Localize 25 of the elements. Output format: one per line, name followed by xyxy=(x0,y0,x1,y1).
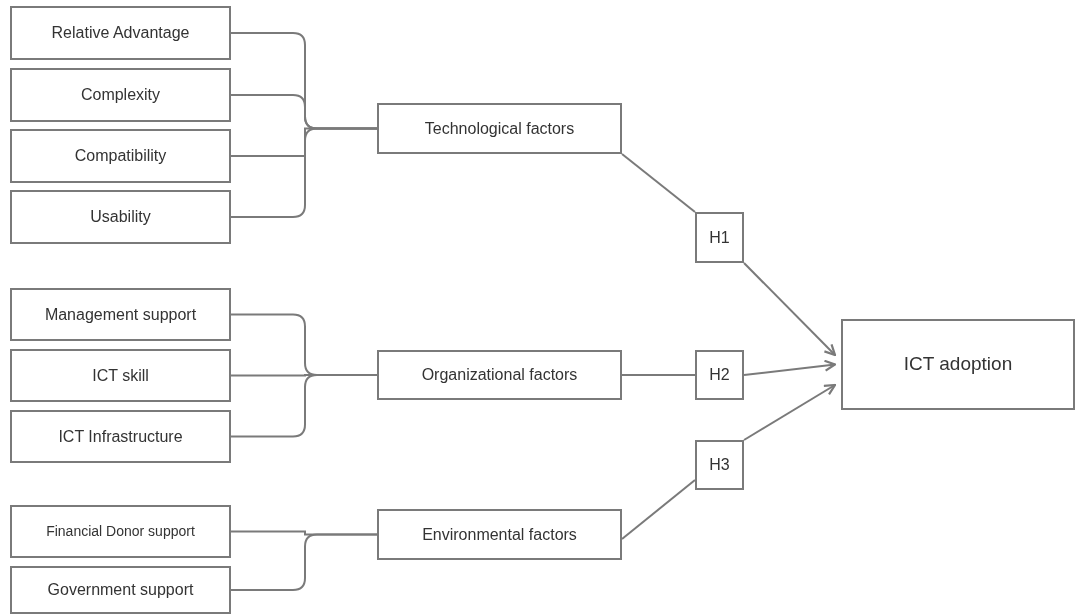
connector-line xyxy=(230,533,378,591)
hypothesis-box: H2 xyxy=(695,350,744,400)
factor-box: ICT skill xyxy=(10,349,231,402)
factor-box: Compatibility xyxy=(10,129,231,183)
factor-box: Management support xyxy=(10,288,231,341)
factor-box: Environmental factors xyxy=(377,509,622,560)
arrow xyxy=(743,383,837,441)
factor-box: Organizational factors xyxy=(377,350,622,400)
connector-line xyxy=(621,374,696,376)
factor-box: Government support xyxy=(10,566,231,614)
connector-line xyxy=(230,374,378,438)
hypothesis-box: H1 xyxy=(695,212,744,263)
factor-box: Technological factors xyxy=(377,103,622,154)
connector-line xyxy=(621,479,696,540)
factor-box: Financial Donor support xyxy=(10,505,231,558)
factor-box: Relative Advantage xyxy=(10,6,231,60)
factor-box: Usability xyxy=(10,190,231,244)
hypothesis-box: H3 xyxy=(695,440,744,490)
factor-box: ICT adoption xyxy=(841,319,1075,410)
arrow xyxy=(743,359,837,376)
factor-box: ICT Infrastructure xyxy=(10,410,231,463)
arrow xyxy=(743,262,837,357)
connector-line xyxy=(621,153,696,213)
connector-line xyxy=(230,127,378,218)
factor-box: Complexity xyxy=(10,68,231,122)
